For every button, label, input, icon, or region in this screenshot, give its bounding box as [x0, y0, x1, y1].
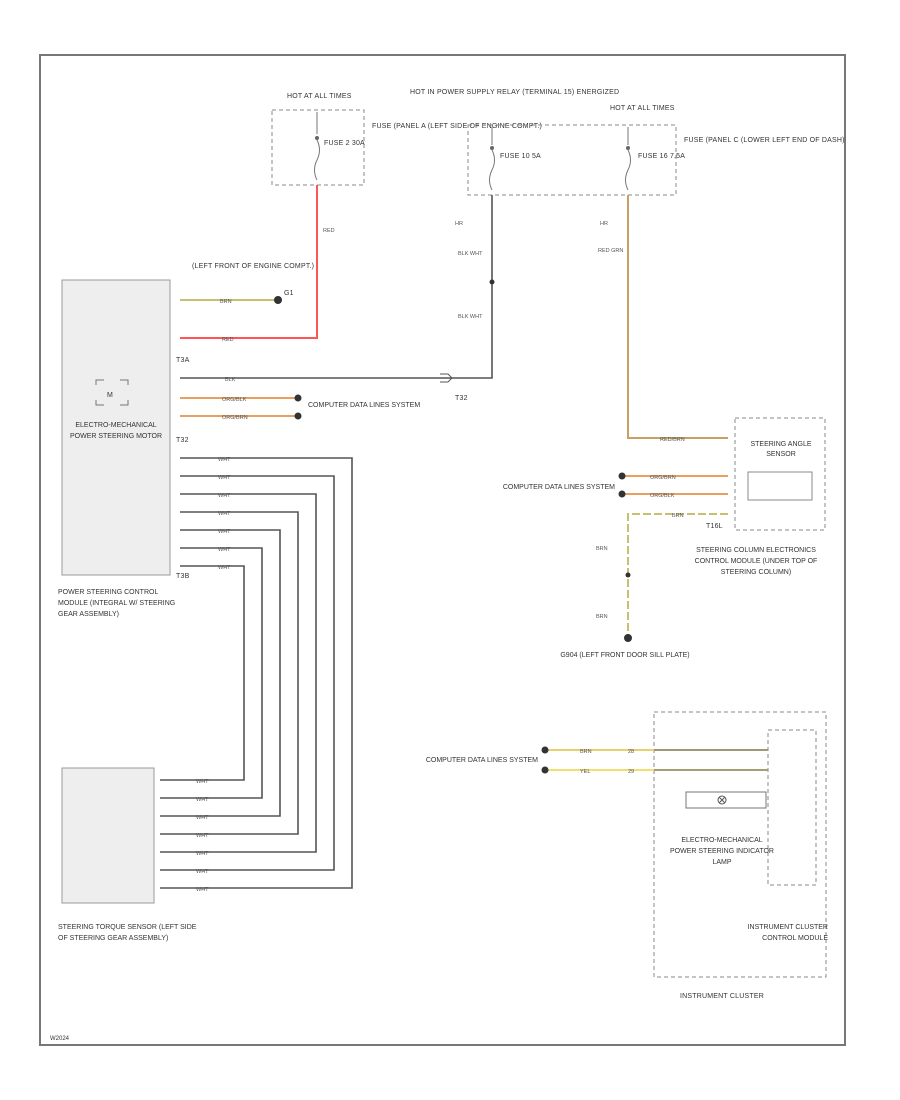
- diagram-frame: [39, 54, 846, 1046]
- svg-text:WHT: WHT: [218, 565, 231, 571]
- footer-id: W2024: [50, 1036, 70, 1042]
- fuse-a-label: FUSE 2 30A: [324, 140, 365, 147]
- fuse-a-panel: FUSE (PANEL A (LEFT SIDE OF ENGINE COMPT…: [372, 123, 542, 130]
- svg-text:WHT: WHT: [196, 833, 209, 839]
- ground-right-label: G904 (LEFT FRONT DOOR SILL PLATE): [560, 652, 690, 659]
- svg-text:WHT: WHT: [196, 869, 209, 875]
- motor-symbol-icon: M: [95, 379, 129, 406]
- wire-blkwht-label-1: BLK WHT: [458, 251, 483, 257]
- connector-t32-right: T32: [455, 395, 468, 402]
- svg-text:WHT: WHT: [218, 529, 231, 535]
- svg-text:M: M: [107, 392, 113, 399]
- wire-blk-label: BLK: [225, 377, 236, 383]
- connector-icon: [440, 373, 453, 383]
- connector-t32: T32: [176, 437, 189, 444]
- sensor-wire-labels: WHT WHT WHT WHT WHT WHT WHT WHT WHT WHT …: [196, 457, 231, 893]
- wire-red-label: RED: [323, 228, 335, 234]
- svg-text:WHT: WHT: [196, 815, 209, 821]
- fuse-b-hot-label: HOT IN POWER SUPPLY RELAY (TERMINAL 15) …: [410, 89, 619, 96]
- svg-text:WHT: WHT: [196, 851, 209, 857]
- svg-text:WHT: WHT: [196, 887, 209, 893]
- wire-brn-label-3: BRN: [596, 546, 608, 552]
- lamp-box: [685, 791, 767, 809]
- ground-icon: [274, 296, 282, 304]
- svg-text:WHT: WHT: [196, 797, 209, 803]
- angle-sensor-label: STEERING ANGLE SENSOR: [750, 441, 812, 458]
- wire-red-grn: [627, 195, 728, 439]
- svg-text:WHT: WHT: [218, 475, 231, 481]
- wire-redgrn-label: RED GRN: [598, 248, 623, 254]
- cluster-caption: INSTRUMENT CLUSTER: [680, 993, 764, 1000]
- wire-red-label-2: RED: [222, 337, 234, 343]
- svg-text:WHT: WHT: [218, 493, 231, 499]
- wire-brn-ground-right: [627, 513, 728, 640]
- torque-caption: STEERING TORQUE SENSOR (LEFT SIDE OF STE…: [58, 924, 197, 942]
- wire-brn-label: BRN: [220, 299, 232, 305]
- sensor-wire-bundle: [160, 457, 353, 889]
- fuse-c-hot-label: HOT AT ALL TIMES: [610, 105, 675, 112]
- svg-text:WHT: WHT: [196, 779, 209, 785]
- wire-brn-label-2: BRN: [672, 513, 684, 519]
- wire-hr-label: HR: [455, 221, 463, 227]
- pin-29: 29: [628, 769, 634, 775]
- connector-t6l: T16L: [706, 523, 723, 530]
- ground-left-id: G1: [284, 290, 294, 297]
- wire-blk: [180, 195, 493, 379]
- cluster-module-label: INSTRUMENT CLUSTER CONTROL MODULE: [747, 924, 828, 942]
- ground-right-icon: [624, 634, 632, 642]
- motor-label: ELECTRO-MECHANICAL POWER STEERING MOTOR: [69, 422, 163, 440]
- column-caption: STEERING COLUMN ELECTRONICS CONTROL MODU…: [694, 547, 818, 576]
- angle-sensor-box: [747, 471, 813, 501]
- fuse-c-panel: FUSE (PANEL C (LOWER LEFT END OF DASH): [684, 137, 845, 144]
- pin-28: 28: [628, 749, 634, 755]
- wire-orgblk-label: ORG/BLK: [222, 397, 247, 403]
- wire-red: [180, 185, 318, 339]
- svg-text:WHT: WHT: [218, 457, 231, 463]
- computer-data-label-3: COMPUTER DATA LINES SYSTEM: [425, 757, 538, 764]
- connector-t3b: T3B: [176, 573, 190, 580]
- power-steering-module: [61, 279, 171, 576]
- wire-blkwht-label-2: BLK WHT: [458, 314, 483, 320]
- fuse-c-label: FUSE 16 7.5A: [638, 153, 685, 160]
- wire-brn-cluster-label: BRN: [580, 749, 592, 755]
- ground-left-label: (LEFT FRONT OF ENGINE COMPT.): [192, 263, 314, 270]
- wire-orgblk-label-2: ORG/BLK: [650, 493, 675, 499]
- wire-brn-label-4: BRN: [596, 614, 608, 620]
- fuse-a-hot-label: HOT AT ALL TIMES: [287, 93, 352, 100]
- psm-caption: POWER STEERING CONTROL MODULE (INTEGRAL …: [58, 589, 176, 618]
- fuse-b-label: FUSE 10 5A: [500, 153, 541, 160]
- indicator-lamp-icon: [717, 795, 727, 805]
- connector-t3a: T3A: [176, 357, 190, 364]
- svg-text:WHT: WHT: [218, 511, 231, 517]
- computer-data-label-1: COMPUTER DATA LINES SYSTEM: [308, 402, 421, 409]
- computer-data-label-2: COMPUTER DATA LINES SYSTEM: [502, 484, 615, 491]
- svg-text:WHT: WHT: [218, 547, 231, 553]
- wire-yel-cluster-label: YEL: [580, 769, 590, 775]
- lamp-label: ELECTRO-MECHANICAL POWER STEERING INDICA…: [670, 837, 774, 866]
- wire-orgbrn-label-2: ORG/BRN: [650, 475, 676, 481]
- wire-orgbrn-label: ORG/BRN: [222, 415, 248, 421]
- fuse-box-a: HOT AT ALL TIMES FUSE 2 30A FUSE (PANEL …: [271, 93, 542, 186]
- fuse-box-b: HOT IN POWER SUPPLY RELAY (TERMINAL 15) …: [410, 89, 685, 196]
- cluster-control-module: [767, 729, 817, 886]
- steering-column-module: [734, 417, 826, 531]
- wire-redbrn-label: RED/BRN: [660, 437, 685, 443]
- steering-torque-sensor: [61, 767, 155, 904]
- instrument-cluster: [653, 711, 827, 978]
- wire-hr-label-2: HR: [600, 221, 608, 227]
